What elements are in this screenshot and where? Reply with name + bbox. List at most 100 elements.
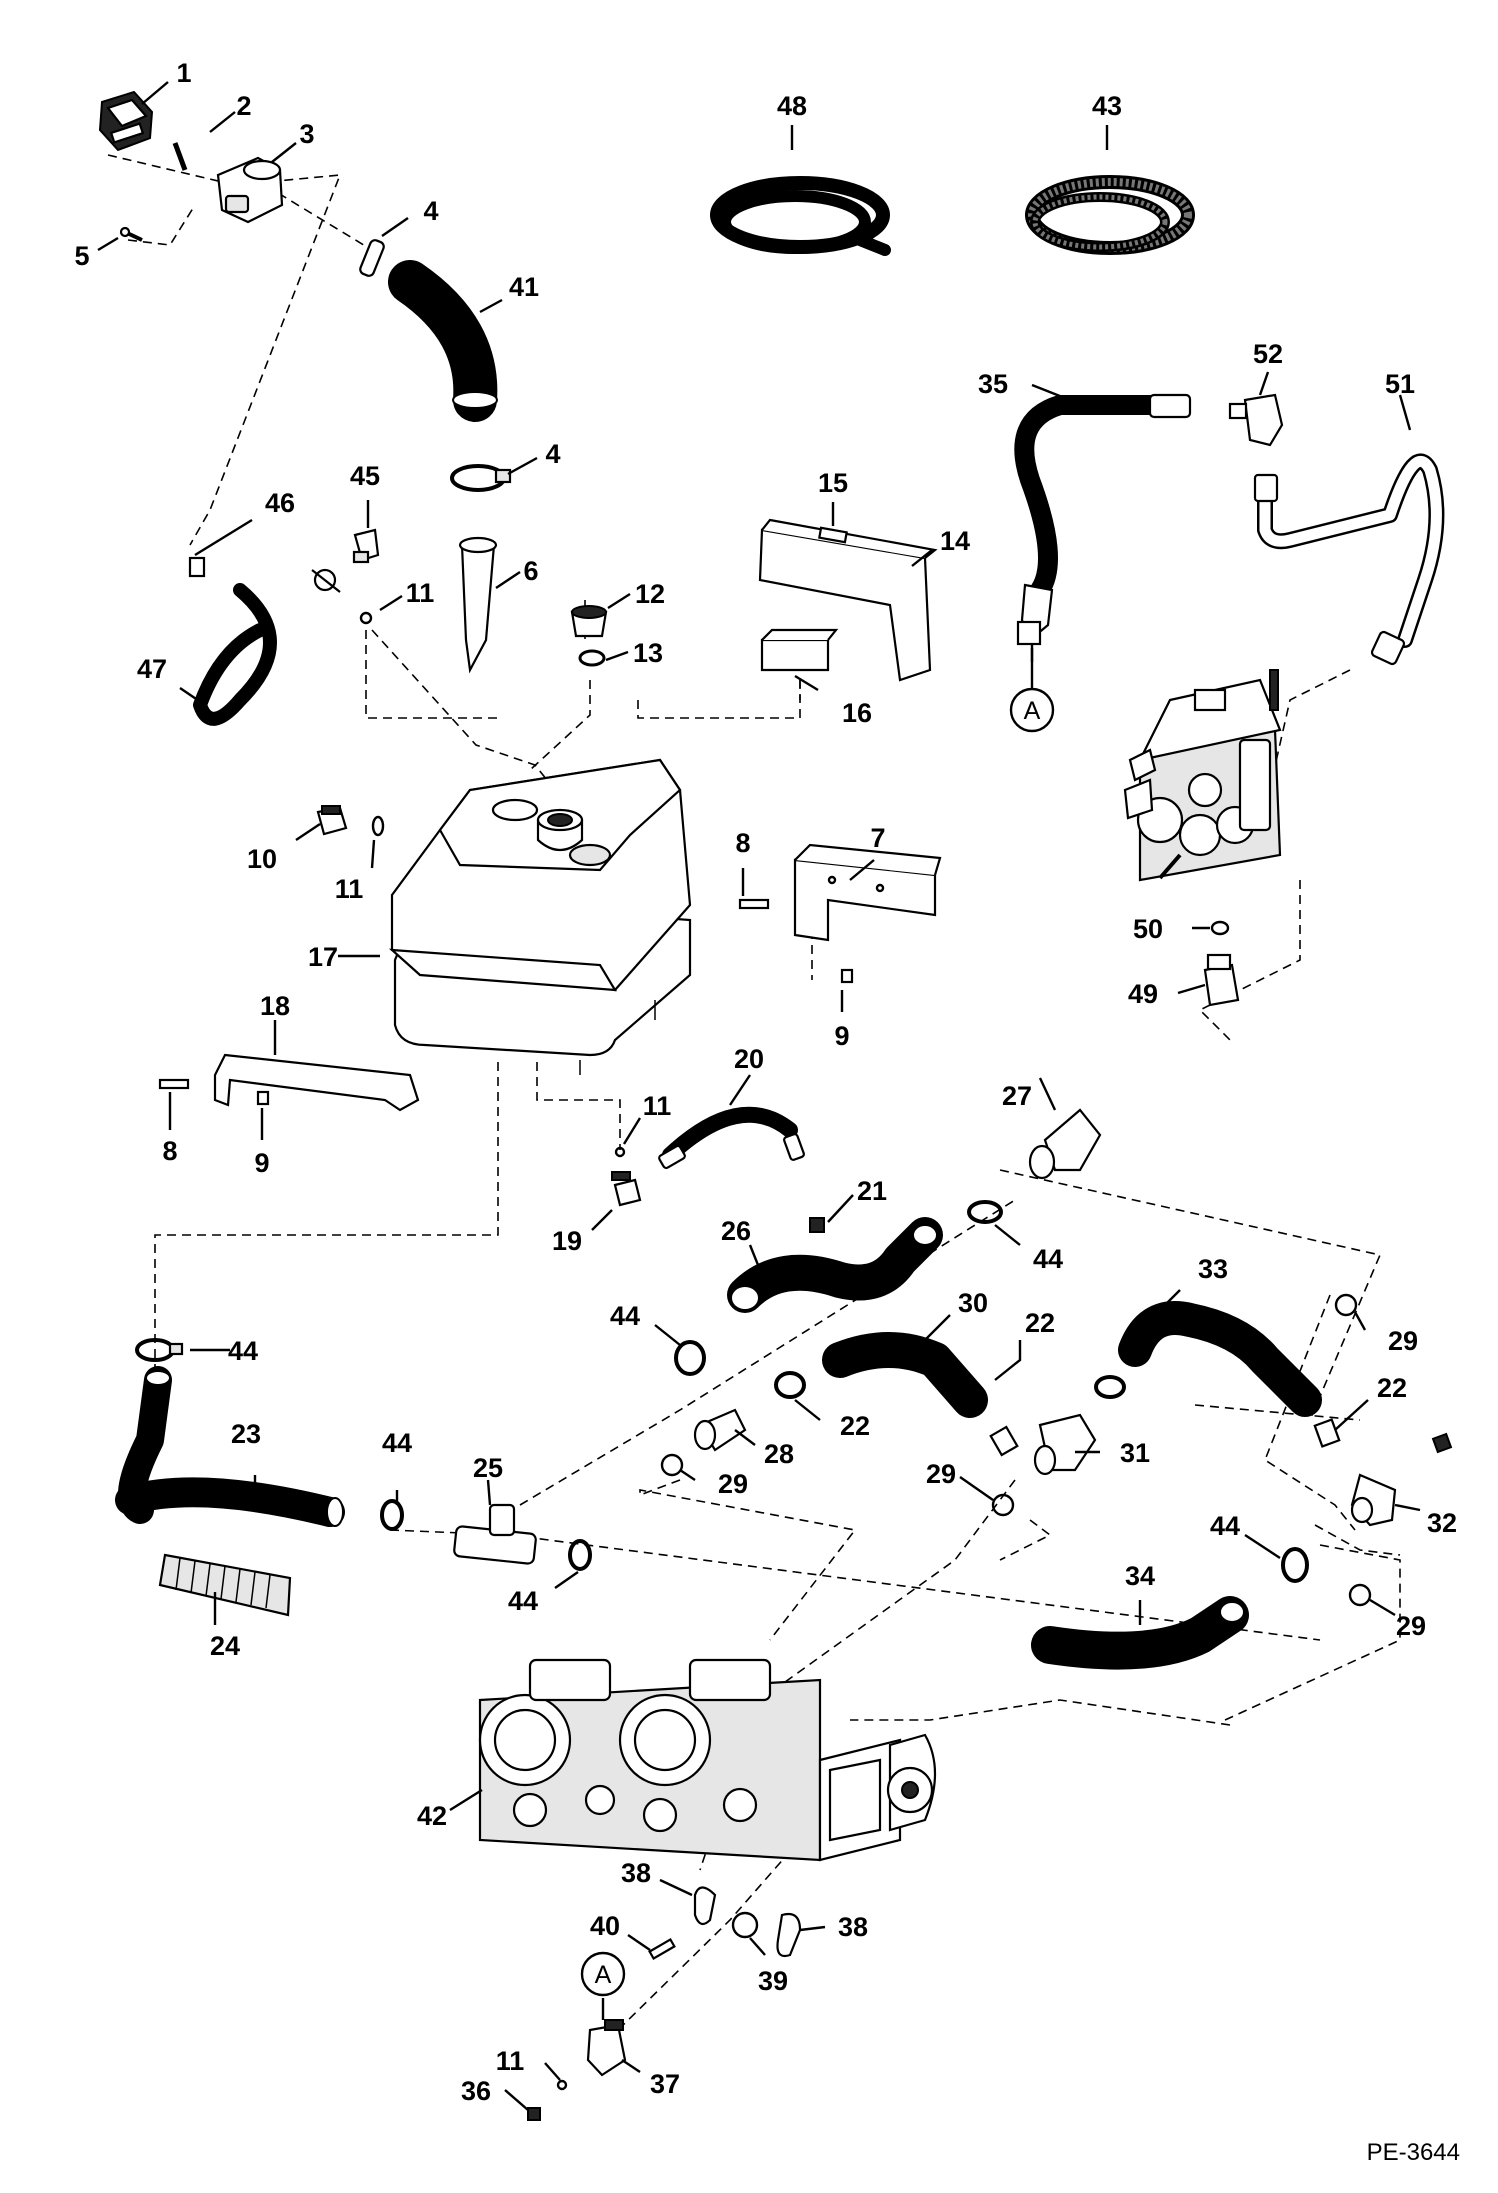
label-10: 10 (247, 844, 277, 874)
part-39-oring (731, 1911, 759, 1939)
part-4-clamp-lower (450, 464, 512, 492)
label-8b: 8 (162, 1136, 177, 1166)
part-22-fitting-c (1313, 1418, 1341, 1448)
label-30: 30 (958, 1288, 988, 1318)
label-3: 3 (299, 119, 314, 149)
label-11d: 11 (496, 2046, 525, 2076)
label-4a: 4 (423, 196, 438, 226)
label-49: 49 (1128, 979, 1158, 1009)
label-15: 15 (818, 468, 848, 498)
part-52-elbow (1228, 393, 1284, 447)
part-31-elbow (1033, 1413, 1097, 1476)
label-40: 40 (590, 1911, 620, 1941)
label-33: 33 (1198, 1254, 1228, 1284)
part-9-nut-b (256, 1090, 270, 1106)
label-46: 46 (265, 488, 295, 518)
label-50: 50 (1133, 914, 1163, 944)
label-22b: 22 (840, 1411, 870, 1441)
part-20-hose (658, 1106, 805, 1170)
part-41-hose-elbow (388, 260, 498, 422)
label-32: 32 (1427, 1508, 1457, 1538)
part-27-elbow-fitting (1028, 1108, 1102, 1180)
label-29d: 29 (1396, 1611, 1426, 1641)
part-44-clamp-d (380, 1499, 404, 1531)
part-15-bolt (818, 526, 848, 544)
part-5-screw (119, 226, 143, 242)
part-21-nut (809, 1217, 825, 1233)
label-44a: 44 (1033, 1244, 1063, 1274)
part-8-bolt-b (158, 1078, 190, 1090)
label-38b: 38 (838, 1912, 868, 1942)
label-26: 26 (721, 1216, 751, 1246)
part-11-oring-b (371, 815, 385, 837)
part-9-nut-a (840, 968, 854, 984)
label-19: 19 (552, 1226, 582, 1256)
part-23-y-hose (115, 1366, 345, 1527)
part-28-fitting (693, 1408, 747, 1452)
part-36-plug (527, 2107, 541, 2121)
label-8a: 8 (735, 828, 750, 858)
label-31: 31 (1120, 1438, 1150, 1468)
part-11-oring-d (556, 2079, 568, 2091)
part-26-hose (727, 1217, 943, 1313)
part-10-plug (316, 805, 348, 836)
label-21: 21 (857, 1176, 887, 1206)
label-9b: 9 (254, 1148, 269, 1178)
part-35-hose (1014, 393, 1192, 646)
part-3-filler-neck (216, 156, 284, 224)
part-46-clamps (188, 556, 341, 593)
part-4-clamp-upper (359, 239, 385, 277)
part-40-bolt (648, 1938, 676, 1960)
label-44b: 44 (610, 1301, 640, 1331)
part-29-oring-a (660, 1453, 684, 1477)
label-22c: 22 (1377, 1373, 1407, 1403)
connector-a-bottom-label: A (595, 1961, 612, 1989)
part-22-fitting-a (774, 1371, 806, 1399)
connector-a-bottom: A (580, 648, 1034, 1997)
part-11-oring-a (359, 611, 373, 625)
part-29-oring-c (1334, 1293, 1358, 1317)
part-44-clamp-b (135, 1338, 184, 1362)
label-7: 7 (870, 823, 885, 853)
label-16: 16 (842, 698, 872, 728)
part-control-valve (1123, 669, 1282, 882)
part-22-fitting-b (989, 1375, 1126, 1457)
label-4b: 4 (545, 439, 560, 469)
label-2: 2 (236, 91, 251, 121)
connector-a-top: A (1009, 687, 1055, 733)
part-44-clamp-c (674, 1340, 706, 1376)
part-14-bracket (758, 518, 938, 682)
label-24: 24 (210, 1631, 240, 1661)
label-6: 6 (523, 556, 538, 586)
part-42-pump-assembly (478, 1658, 937, 1862)
part-33-hose (1118, 1301, 1322, 1417)
callout-labels: 1 2 3 4 4 5 6 7 8 8 9 9 10 11 11 11 11 1… (74, 58, 1457, 2106)
connector-a-top-label: A (1024, 697, 1041, 725)
label-23: 23 (231, 1419, 261, 1449)
part-34-hose (1031, 1596, 1249, 1670)
label-18: 18 (260, 991, 290, 1021)
label-5: 5 (74, 241, 89, 271)
part-8-bolt-a (738, 898, 770, 910)
callout-leaders (97, 81, 1421, 2111)
part-51-steel-tube (1253, 453, 1445, 666)
label-44e: 44 (508, 1586, 538, 1616)
part-24-sleeve (158, 1553, 292, 1617)
part-29-oring-d (1348, 1583, 1372, 1607)
part-47-breather-hose (193, 583, 277, 726)
part-6-fill-tube (458, 536, 498, 674)
drawing-id: PE-3644 (1367, 2139, 1460, 2166)
part-16-pad (760, 628, 839, 672)
assembly-dashed-lines (107, 154, 1401, 2031)
label-44c: 44 (228, 1336, 258, 1366)
label-11a: 11 (406, 578, 435, 608)
label-14: 14 (940, 526, 970, 556)
label-29c: 29 (1388, 1326, 1418, 1356)
part-2-gasket (172, 142, 188, 171)
label-27: 27 (1002, 1081, 1032, 1111)
label-11c: 11 (643, 1091, 672, 1121)
part-30-hose (822, 1332, 988, 1418)
label-13: 13 (633, 638, 663, 668)
label-25: 25 (473, 1453, 503, 1483)
